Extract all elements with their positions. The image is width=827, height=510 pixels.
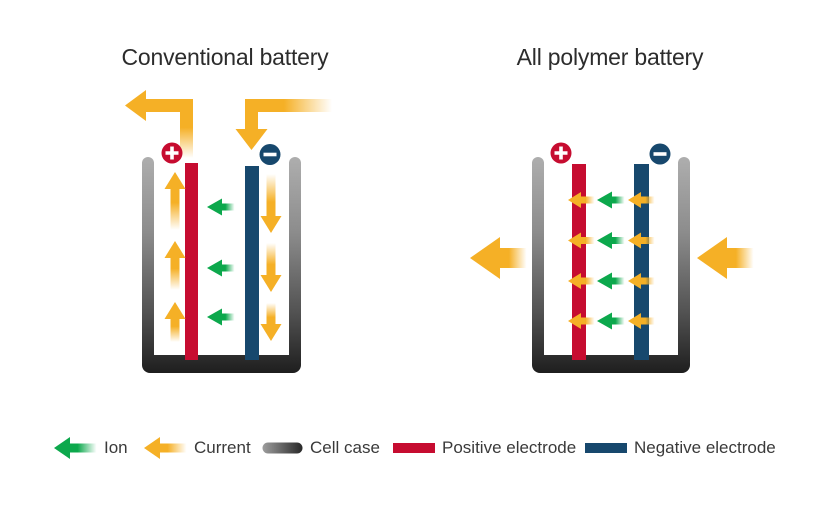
positive-electrode-bar — [572, 164, 586, 360]
positive-terminal-icon — [550, 142, 572, 164]
legend-label: Negative electrode — [634, 438, 776, 457]
legend-label: Cell case — [310, 438, 380, 457]
current-arrow-icon — [568, 232, 595, 249]
ion-arrow-icon — [597, 312, 625, 330]
conventional-battery — [125, 90, 332, 373]
ion-arrow-icon — [207, 198, 235, 216]
negative-terminal-icon — [649, 143, 671, 165]
positive-terminal-icon — [161, 142, 183, 164]
current-arrow-icon — [144, 437, 187, 459]
current-in-arrow-icon — [235, 99, 332, 150]
cell-case-icon — [262, 442, 303, 454]
current-arrow-icon — [568, 192, 595, 208]
legend-item-current: Current — [143, 434, 251, 462]
ion-arrow-icon — [54, 437, 97, 459]
legend-item-ion: Ion — [53, 434, 128, 462]
negative-electrode-bar — [245, 166, 259, 360]
negative-electrode-bar — [634, 164, 649, 360]
current-up-arrow-icon — [164, 172, 186, 230]
ion-arrow-icon — [597, 191, 625, 209]
negative-swatch-icon — [585, 443, 627, 453]
cell-case — [532, 157, 690, 373]
legend-item-cell-case: Cell case — [262, 434, 380, 462]
positive-swatch-icon — [393, 443, 435, 453]
current-down-arrows — [260, 174, 282, 341]
current-out-arrow-icon — [125, 90, 193, 158]
ion-arrows — [207, 198, 235, 326]
current-up-arrow-icon — [164, 302, 186, 342]
legend: Ion Current — [0, 434, 827, 462]
current-arrow-icon — [628, 313, 655, 329]
cell-case — [142, 157, 301, 373]
current-arrow-icon — [628, 192, 655, 208]
positive-electrode-bar — [185, 163, 198, 360]
current-arrow-icon — [568, 273, 595, 289]
legend-item-positive-electrode: Positive electrode — [393, 434, 576, 462]
ion-arrow-icon — [207, 308, 235, 326]
current-down-arrow-icon — [260, 243, 282, 292]
current-down-arrow-icon — [260, 174, 282, 233]
legend-label: Current — [194, 438, 251, 457]
current-up-arrows — [164, 172, 186, 342]
ion-arrow-icon — [597, 232, 625, 249]
negative-terminal-icon — [259, 144, 281, 165]
polymer-battery — [470, 142, 754, 373]
legend-label: Positive electrode — [442, 438, 577, 457]
current-arrow-icon — [568, 313, 595, 329]
polymer-battery-title: All polymer battery — [516, 44, 704, 70]
legend-item-negative-electrode: Negative electrode — [585, 434, 776, 462]
current-up-arrow-icon — [164, 241, 186, 290]
current-down-arrow-icon — [260, 303, 282, 341]
ion-arrow-icon — [207, 259, 235, 277]
conventional-battery-title: Conventional battery — [121, 44, 329, 70]
current-in-arrow-icon — [697, 237, 754, 279]
current-ion-rows — [568, 191, 655, 330]
current-arrow-icon — [628, 273, 655, 289]
current-out-arrow-icon — [470, 237, 527, 279]
ion-arrow-icon — [597, 272, 625, 290]
current-arrow-icon — [628, 232, 655, 249]
legend-label: Ion — [104, 438, 128, 457]
